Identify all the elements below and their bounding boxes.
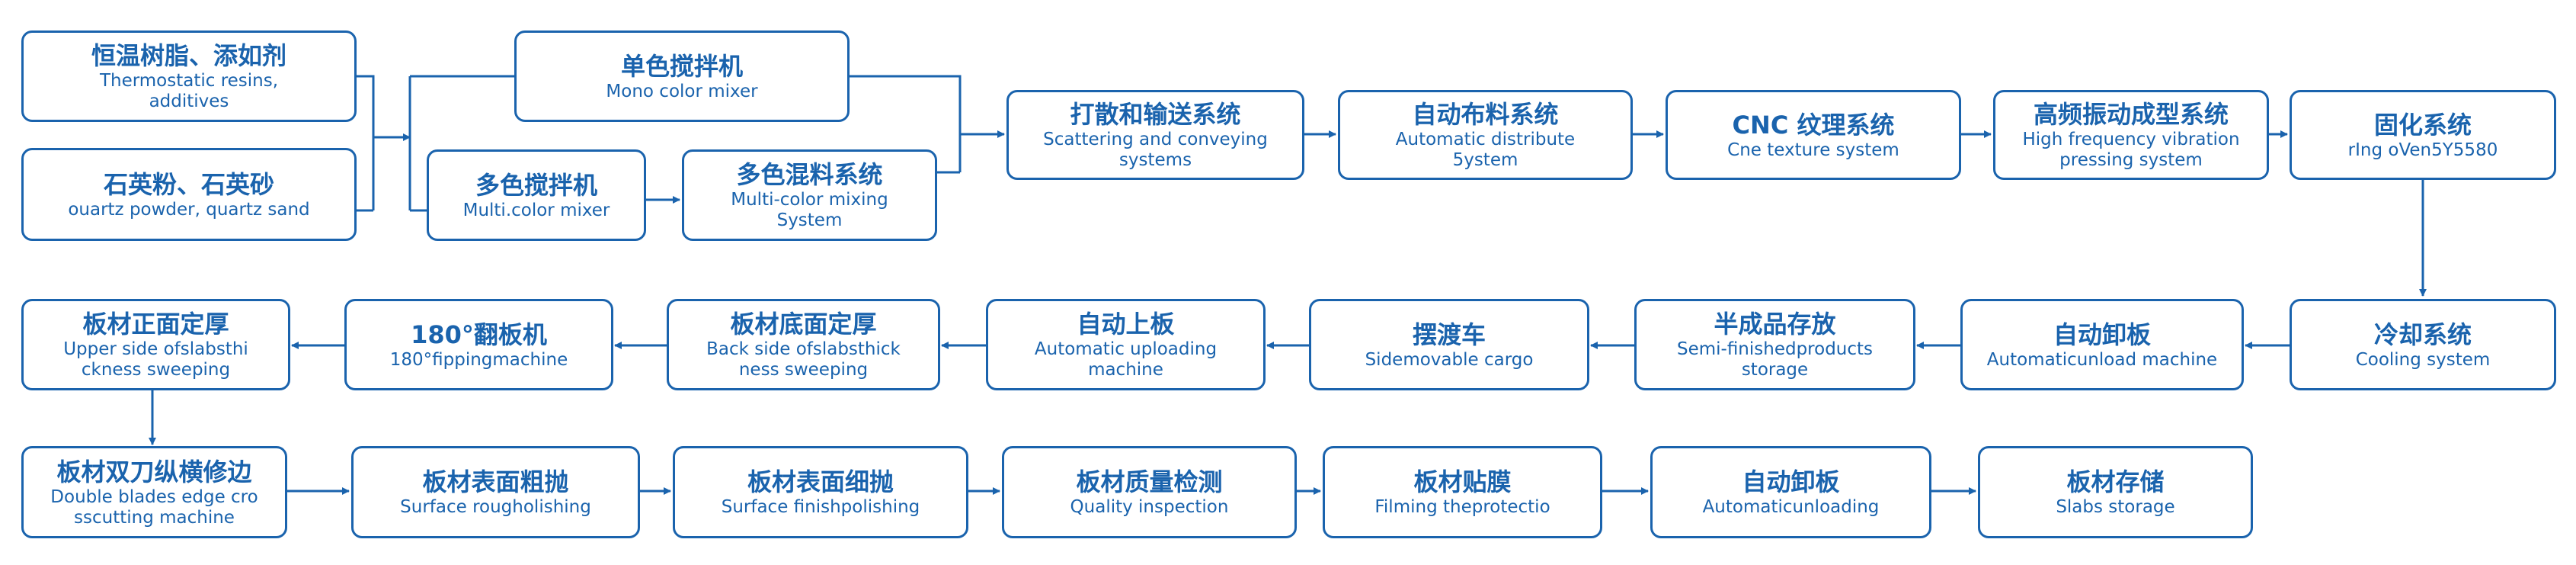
node-zh-label: 高频振动成型系统 xyxy=(2033,100,2229,129)
node-upper-side-thickness: 板材正面定厚 Upper side ofslabsthi ckness swee… xyxy=(21,299,290,390)
node-multi-color-mixer: 多色搅拌机 Multi.color mixer xyxy=(427,149,646,241)
node-en-label: Cooling system xyxy=(2355,349,2491,370)
node-en-label: Thermostatic resins, additives xyxy=(99,71,279,111)
node-zh-label: 石英粉、石英砂 xyxy=(103,169,274,199)
node-en-label: Double blades edge cro sscutting machine xyxy=(50,486,258,528)
node-zh-label: 板材表面细抛 xyxy=(747,467,894,496)
node-zh-label: 摆渡车 xyxy=(1412,319,1486,349)
node-zh-label: 打散和输送系统 xyxy=(1070,100,1241,129)
node-en-label: Scattering and conveying systems xyxy=(1043,130,1268,170)
node-scattering-conveying: 打散和输送系统 Scattering and conveying systems xyxy=(1006,90,1304,180)
node-zh-label: 半成品存放 xyxy=(1714,310,1836,339)
node-zh-label: 板材贴膜 xyxy=(1413,467,1512,496)
node-automatic-distribute: 自动布料系统 Automatic distribute 5ystem xyxy=(1338,90,1633,180)
node-zh-label: 固化系统 xyxy=(2373,110,2472,140)
node-en-label: High frequency vibration pressing system xyxy=(2022,130,2240,170)
node-back-side-thickness: 板材底面定厚 Back side ofslabsthick ness sweep… xyxy=(667,299,940,390)
node-en-label: 180°fippingmachine xyxy=(389,349,568,370)
node-en-label: Multi-color mixing System xyxy=(731,190,888,230)
node-zh-label: 板材正面定厚 xyxy=(82,310,229,339)
node-en-label: Surface finishpolishing xyxy=(721,497,920,517)
node-multi-color-mixing-system: 多色混料系统 Multi-color mixing System xyxy=(682,149,937,241)
node-en-label: Semi-finishedproducts storage xyxy=(1676,339,1874,380)
node-mono-color-mixer: 单色搅拌机 Mono color mixer xyxy=(514,30,850,122)
node-side-movable-cargo: 摆渡车 Sidemovable cargo xyxy=(1309,299,1589,390)
node-en-label: Multi.color mixer xyxy=(462,200,610,220)
connector-raw-materials xyxy=(357,75,410,212)
node-slabs-storage: 板材存储 Slabs storage xyxy=(1978,446,2253,538)
node-automatic-uploading: 自动上板 Automatic uploading machine xyxy=(986,299,1266,390)
node-zh-label: 自动布料系统 xyxy=(1412,100,1559,129)
node-en-label: Quality inspection xyxy=(1070,497,1229,517)
node-zh-label: 板材底面定厚 xyxy=(730,310,877,339)
node-en-label: Sidemovable cargo xyxy=(1365,349,1534,370)
node-cooling-system: 冷却系统 Cooling system xyxy=(2290,299,2556,390)
node-filming-protection: 板材贴膜 Filming theprotectio xyxy=(1323,446,1602,538)
node-zh-label: 单色搅拌机 xyxy=(620,51,743,81)
node-en-label: Automaticunloading xyxy=(1702,497,1880,517)
node-zh-label: 自动卸板 xyxy=(2053,319,2151,349)
node-en-label: Slabs storage xyxy=(2056,497,2175,517)
node-fine-polishing: 板材表面细抛 Surface finishpolishing xyxy=(673,446,968,538)
node-cnc-texture: CNC 纹理系统 Cne texture system xyxy=(1666,90,1961,180)
node-zh-label: 恒温树脂、添如剂 xyxy=(91,41,286,70)
node-zh-label: 板材双刀纵横修边 xyxy=(56,457,252,486)
node-semi-finished-storage: 半成品存放 Semi-finishedproducts storage xyxy=(1634,299,1915,390)
node-en-label: Surface rougholishing xyxy=(400,497,591,517)
node-zh-label: 板材质量检测 xyxy=(1076,467,1223,496)
node-en-label: Cne texture system xyxy=(1727,140,1899,160)
node-en-label: rIng oVen5Y5580 xyxy=(2347,140,2498,160)
node-vibration-pressing: 高频振动成型系统 High frequency vibration pressi… xyxy=(1993,90,2269,180)
node-en-label: Back side ofslabsthick ness sweeping xyxy=(706,339,901,380)
node-en-label: Filming theprotectio xyxy=(1374,497,1550,517)
node-flipping-machine: 180°翻板机 180°fippingmachine xyxy=(344,299,613,390)
node-zh-label: 180°翻板机 xyxy=(411,319,547,349)
node-en-label: Automatic distribute 5ystem xyxy=(1395,130,1576,170)
node-zh-label: 板材存储 xyxy=(2066,467,2165,496)
node-curing-system: 固化系统 rIng oVen5Y5580 xyxy=(2290,90,2556,180)
node-en-label: Automatic uploading machine xyxy=(1034,339,1218,380)
node-edge-crosscutting: 板材双刀纵横修边 Double blades edge cro sscuttin… xyxy=(21,446,287,538)
node-quality-inspection: 板材质量检测 Quality inspection xyxy=(1002,446,1297,538)
node-zh-label: 冷却系统 xyxy=(2373,319,2472,349)
node-zh-label: CNC 纹理系统 xyxy=(1732,110,1895,140)
node-automatic-unloading: 自动卸板 Automaticunloading xyxy=(1650,446,1931,538)
node-en-label: Mono color mixer xyxy=(606,81,758,101)
node-thermostatic-resins: 恒温树脂、添如剂 Thermostatic resins, additives xyxy=(21,30,357,122)
node-quartz-powder: 石英粉、石英砂 ouartz powder, quartz sand xyxy=(21,148,357,241)
node-en-label: ouartz powder, quartz sand xyxy=(68,199,310,220)
node-rough-polishing: 板材表面粗抛 Surface rougholishing xyxy=(351,446,640,538)
node-automatic-unload: 自动卸板 Automaticunload machine xyxy=(1960,299,2244,390)
node-zh-label: 多色搅拌机 xyxy=(475,170,597,200)
node-en-label: Automaticunload machine xyxy=(1986,349,2218,370)
node-zh-label: 多色混料系统 xyxy=(736,160,883,189)
node-en-label: Upper side ofslabsthi ckness sweeping xyxy=(63,339,248,380)
node-zh-label: 自动卸板 xyxy=(1742,467,1840,496)
node-zh-label: 自动上板 xyxy=(1077,310,1175,339)
node-zh-label: 板材表面粗抛 xyxy=(422,467,569,496)
